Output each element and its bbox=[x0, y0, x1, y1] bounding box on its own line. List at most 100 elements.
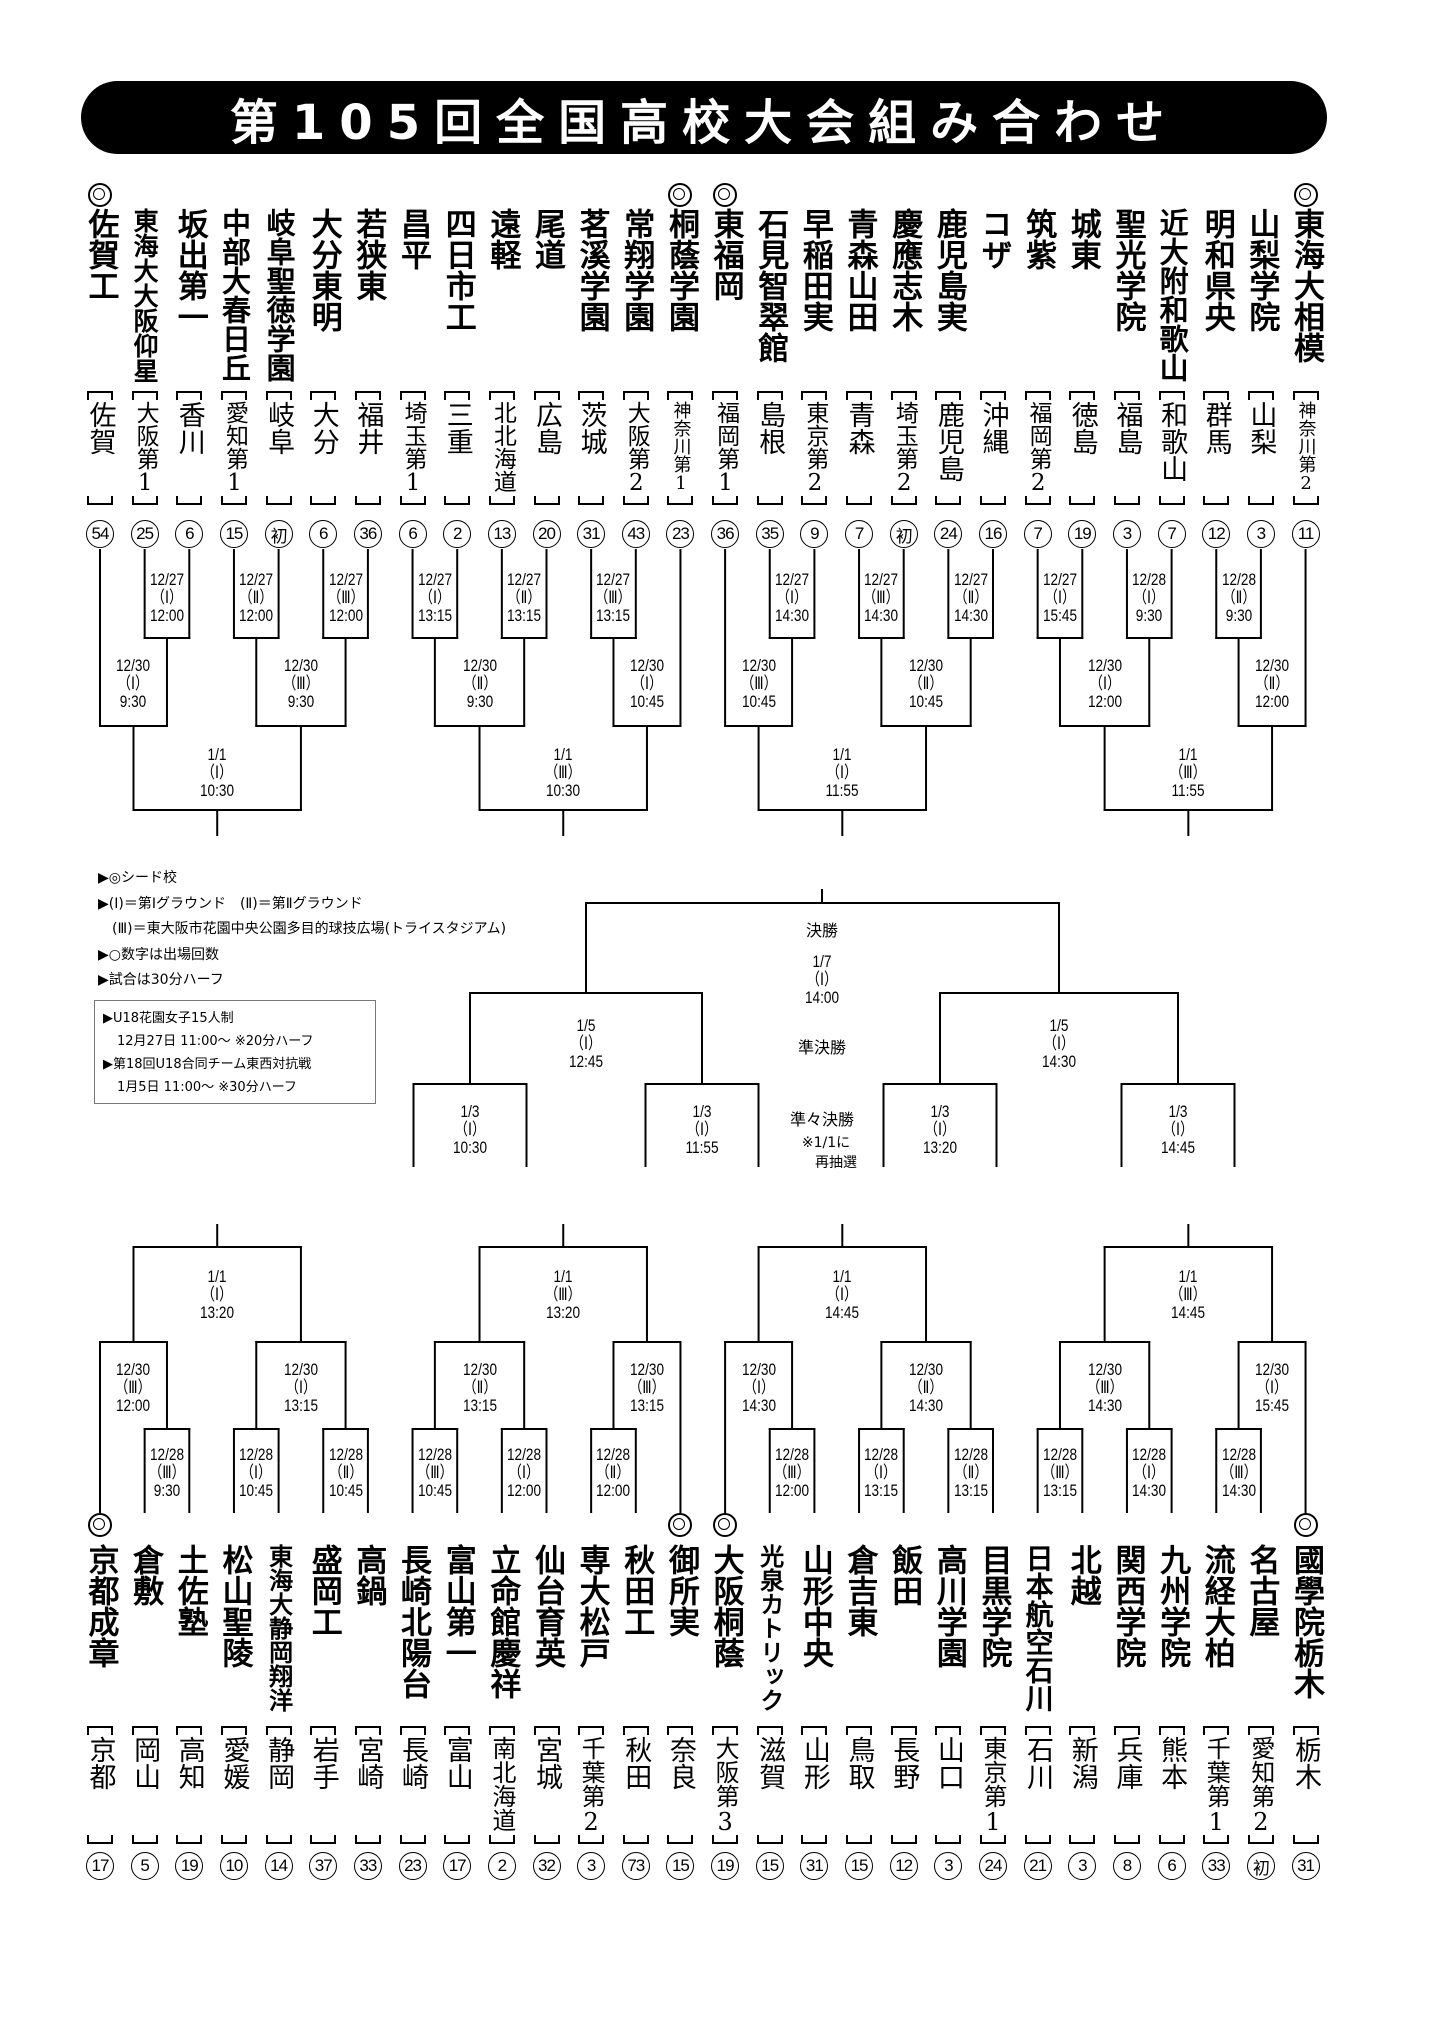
match-date: 12/27 bbox=[1042, 570, 1077, 589]
team-prefecture: 大阪第2 bbox=[621, 391, 651, 505]
team-prefecture: 愛知第2 bbox=[1246, 1726, 1276, 1844]
match-time: 12:00 bbox=[775, 1481, 810, 1500]
second-round-match: 12/30（Ⅰ）9:30 bbox=[116, 657, 150, 711]
match-ground: （Ⅲ） bbox=[1220, 1463, 1257, 1482]
prefecture-text: 岩手 bbox=[307, 1736, 339, 1790]
team-name: 近大附和歌山 bbox=[1155, 208, 1190, 382]
prefecture-text: 山形 bbox=[798, 1736, 830, 1790]
match-ground: （Ⅰ） bbox=[826, 763, 858, 782]
team-name: 昌平 bbox=[395, 208, 432, 270]
prefecture-text: 神奈川第1 bbox=[670, 401, 692, 494]
appearance-count-badge: 24 bbox=[979, 1852, 1007, 1880]
second-round-match: 12/30（Ⅰ）10:45 bbox=[630, 657, 664, 711]
appearance-count-badge: 15 bbox=[845, 1852, 874, 1880]
team-name: 遠軽 bbox=[484, 208, 521, 270]
prefecture-text: 和歌山 bbox=[1156, 401, 1188, 482]
page-title: 第105回全国高校大会組み合わせ bbox=[229, 94, 1179, 151]
appearance-count-badge: 31 bbox=[800, 1852, 829, 1880]
match-date: 1/3 bbox=[1168, 1102, 1188, 1121]
team-name: 明和県央 bbox=[1198, 208, 1235, 332]
match-ground: （Ⅲ） bbox=[1086, 1378, 1123, 1397]
match-time: 10:30 bbox=[200, 781, 235, 800]
appearance-count-badge: 3 bbox=[1246, 520, 1275, 548]
match-time: 14:30 bbox=[741, 1396, 776, 1415]
team-prefecture: 大阪第1 bbox=[130, 391, 160, 505]
prefecture-text: 島根 bbox=[754, 401, 786, 455]
match-ground: （Ⅰ） bbox=[806, 970, 838, 989]
appearance-count-badge: 初 bbox=[264, 520, 293, 548]
second-round-match: 12/30（Ⅰ）12:00 bbox=[1088, 657, 1122, 711]
appearance-count-badge: 31 bbox=[577, 520, 606, 548]
appearance-count-badge: 36 bbox=[353, 520, 382, 548]
match-ground: （Ⅰ） bbox=[686, 1120, 718, 1139]
match-time: 14:30 bbox=[1041, 1052, 1077, 1071]
match-time: 9:30 bbox=[120, 692, 147, 711]
team-name: 筑紫 bbox=[1020, 208, 1057, 270]
team-prefecture: 岡山 bbox=[129, 1726, 160, 1844]
team-prefecture: 群馬 bbox=[1200, 391, 1232, 505]
prefecture-text: 東京第2 bbox=[801, 401, 828, 496]
team-name: 大阪桐蔭 bbox=[707, 1544, 744, 1668]
team-prefecture: 宮城 bbox=[531, 1726, 562, 1844]
appearance-count-badge: 6 bbox=[1157, 1852, 1186, 1880]
appearance-count-badge: 23 bbox=[666, 520, 695, 548]
match-date: 12/30 bbox=[629, 656, 664, 675]
appearance-count-badge: 3 bbox=[1112, 520, 1141, 548]
prefecture-text: 長野 bbox=[888, 1736, 920, 1790]
match-time: 13:20 bbox=[200, 1303, 235, 1322]
match-ground: （Ⅰ） bbox=[201, 763, 233, 782]
match-time: 12:00 bbox=[239, 606, 274, 625]
first-round-match: 12/28（Ⅱ）13:15 bbox=[954, 1446, 988, 1500]
match-date: 12/30 bbox=[908, 656, 944, 675]
second-round-match: 12/30（Ⅱ）14:30 bbox=[909, 1361, 943, 1415]
match-date: 12/30 bbox=[283, 656, 318, 675]
appearance-count-badge: 8 bbox=[1112, 1852, 1141, 1880]
match-time: 12:00 bbox=[1255, 692, 1290, 711]
prefecture-text: 埼玉第2 bbox=[891, 401, 918, 496]
team-prefecture: 広島 bbox=[531, 391, 562, 505]
team-prefecture: 大阪第3 bbox=[710, 1726, 740, 1844]
team-name: 立命館慶祥 bbox=[484, 1544, 521, 1699]
match-date: 12/30 bbox=[283, 1360, 318, 1379]
match-time: 13:20 bbox=[922, 1138, 958, 1157]
team-name: 東海大大阪仰星 bbox=[130, 208, 160, 383]
match-ground: （Ⅲ） bbox=[1170, 763, 1207, 782]
match-date: 12/27 bbox=[417, 570, 452, 589]
prefecture-text: 大阪第3 bbox=[711, 1736, 740, 1836]
match-time: 11:55 bbox=[825, 781, 859, 800]
match-time: 12:00 bbox=[149, 606, 184, 625]
seed-mark-icon bbox=[668, 183, 693, 207]
match-date: 12/28 bbox=[149, 1445, 184, 1464]
match-time: 10:45 bbox=[741, 692, 776, 711]
match-date: 12/30 bbox=[462, 1360, 497, 1379]
prefecture-text: 福岡第1 bbox=[712, 401, 739, 496]
match-time: 13:15 bbox=[953, 1481, 988, 1500]
prefecture-text: 山梨 bbox=[1245, 401, 1277, 455]
prefecture-text: 兵庫 bbox=[1111, 1736, 1143, 1790]
second-round-match: 12/30（Ⅱ）9:30 bbox=[462, 657, 496, 711]
team-prefecture: 神奈川第2 bbox=[1291, 391, 1321, 505]
match-time: 14:30 bbox=[908, 1396, 944, 1415]
second-round-match: 12/30（Ⅲ）13:15 bbox=[629, 1361, 666, 1415]
appearance-count-badge: 10 bbox=[219, 1852, 248, 1880]
match-ground: （Ⅰ） bbox=[1133, 588, 1165, 607]
second-round-match: 12/30（Ⅲ）10:45 bbox=[740, 657, 777, 711]
match-date: 12/27 bbox=[507, 570, 542, 589]
first-round-match: 12/28（Ⅲ）10:45 bbox=[417, 1446, 454, 1500]
appearance-count-badge: 15 bbox=[755, 1852, 784, 1880]
prefecture-text: 群馬 bbox=[1200, 401, 1232, 455]
prefecture-text: 奈良 bbox=[664, 1736, 696, 1790]
match-date: 12/28 bbox=[239, 1445, 274, 1464]
match-time: 14:30 bbox=[864, 606, 899, 625]
appearance-count-badge: 21 bbox=[1023, 1852, 1052, 1880]
team-prefecture: 兵庫 bbox=[1111, 1726, 1143, 1844]
match-date: 12/28 bbox=[775, 1445, 810, 1464]
first-round-match: 12/27（Ⅲ）13:15 bbox=[595, 571, 632, 625]
match-date: 12/27 bbox=[864, 570, 899, 589]
prefecture-text: 千葉第1 bbox=[1202, 1736, 1231, 1836]
team-name: 倉敷 bbox=[127, 1544, 164, 1606]
match-ground: （Ⅰ） bbox=[117, 674, 150, 693]
semifinal-match: 1/5（Ⅰ）12:45 bbox=[569, 1017, 603, 1071]
match-time: 14:30 bbox=[1221, 1481, 1256, 1500]
